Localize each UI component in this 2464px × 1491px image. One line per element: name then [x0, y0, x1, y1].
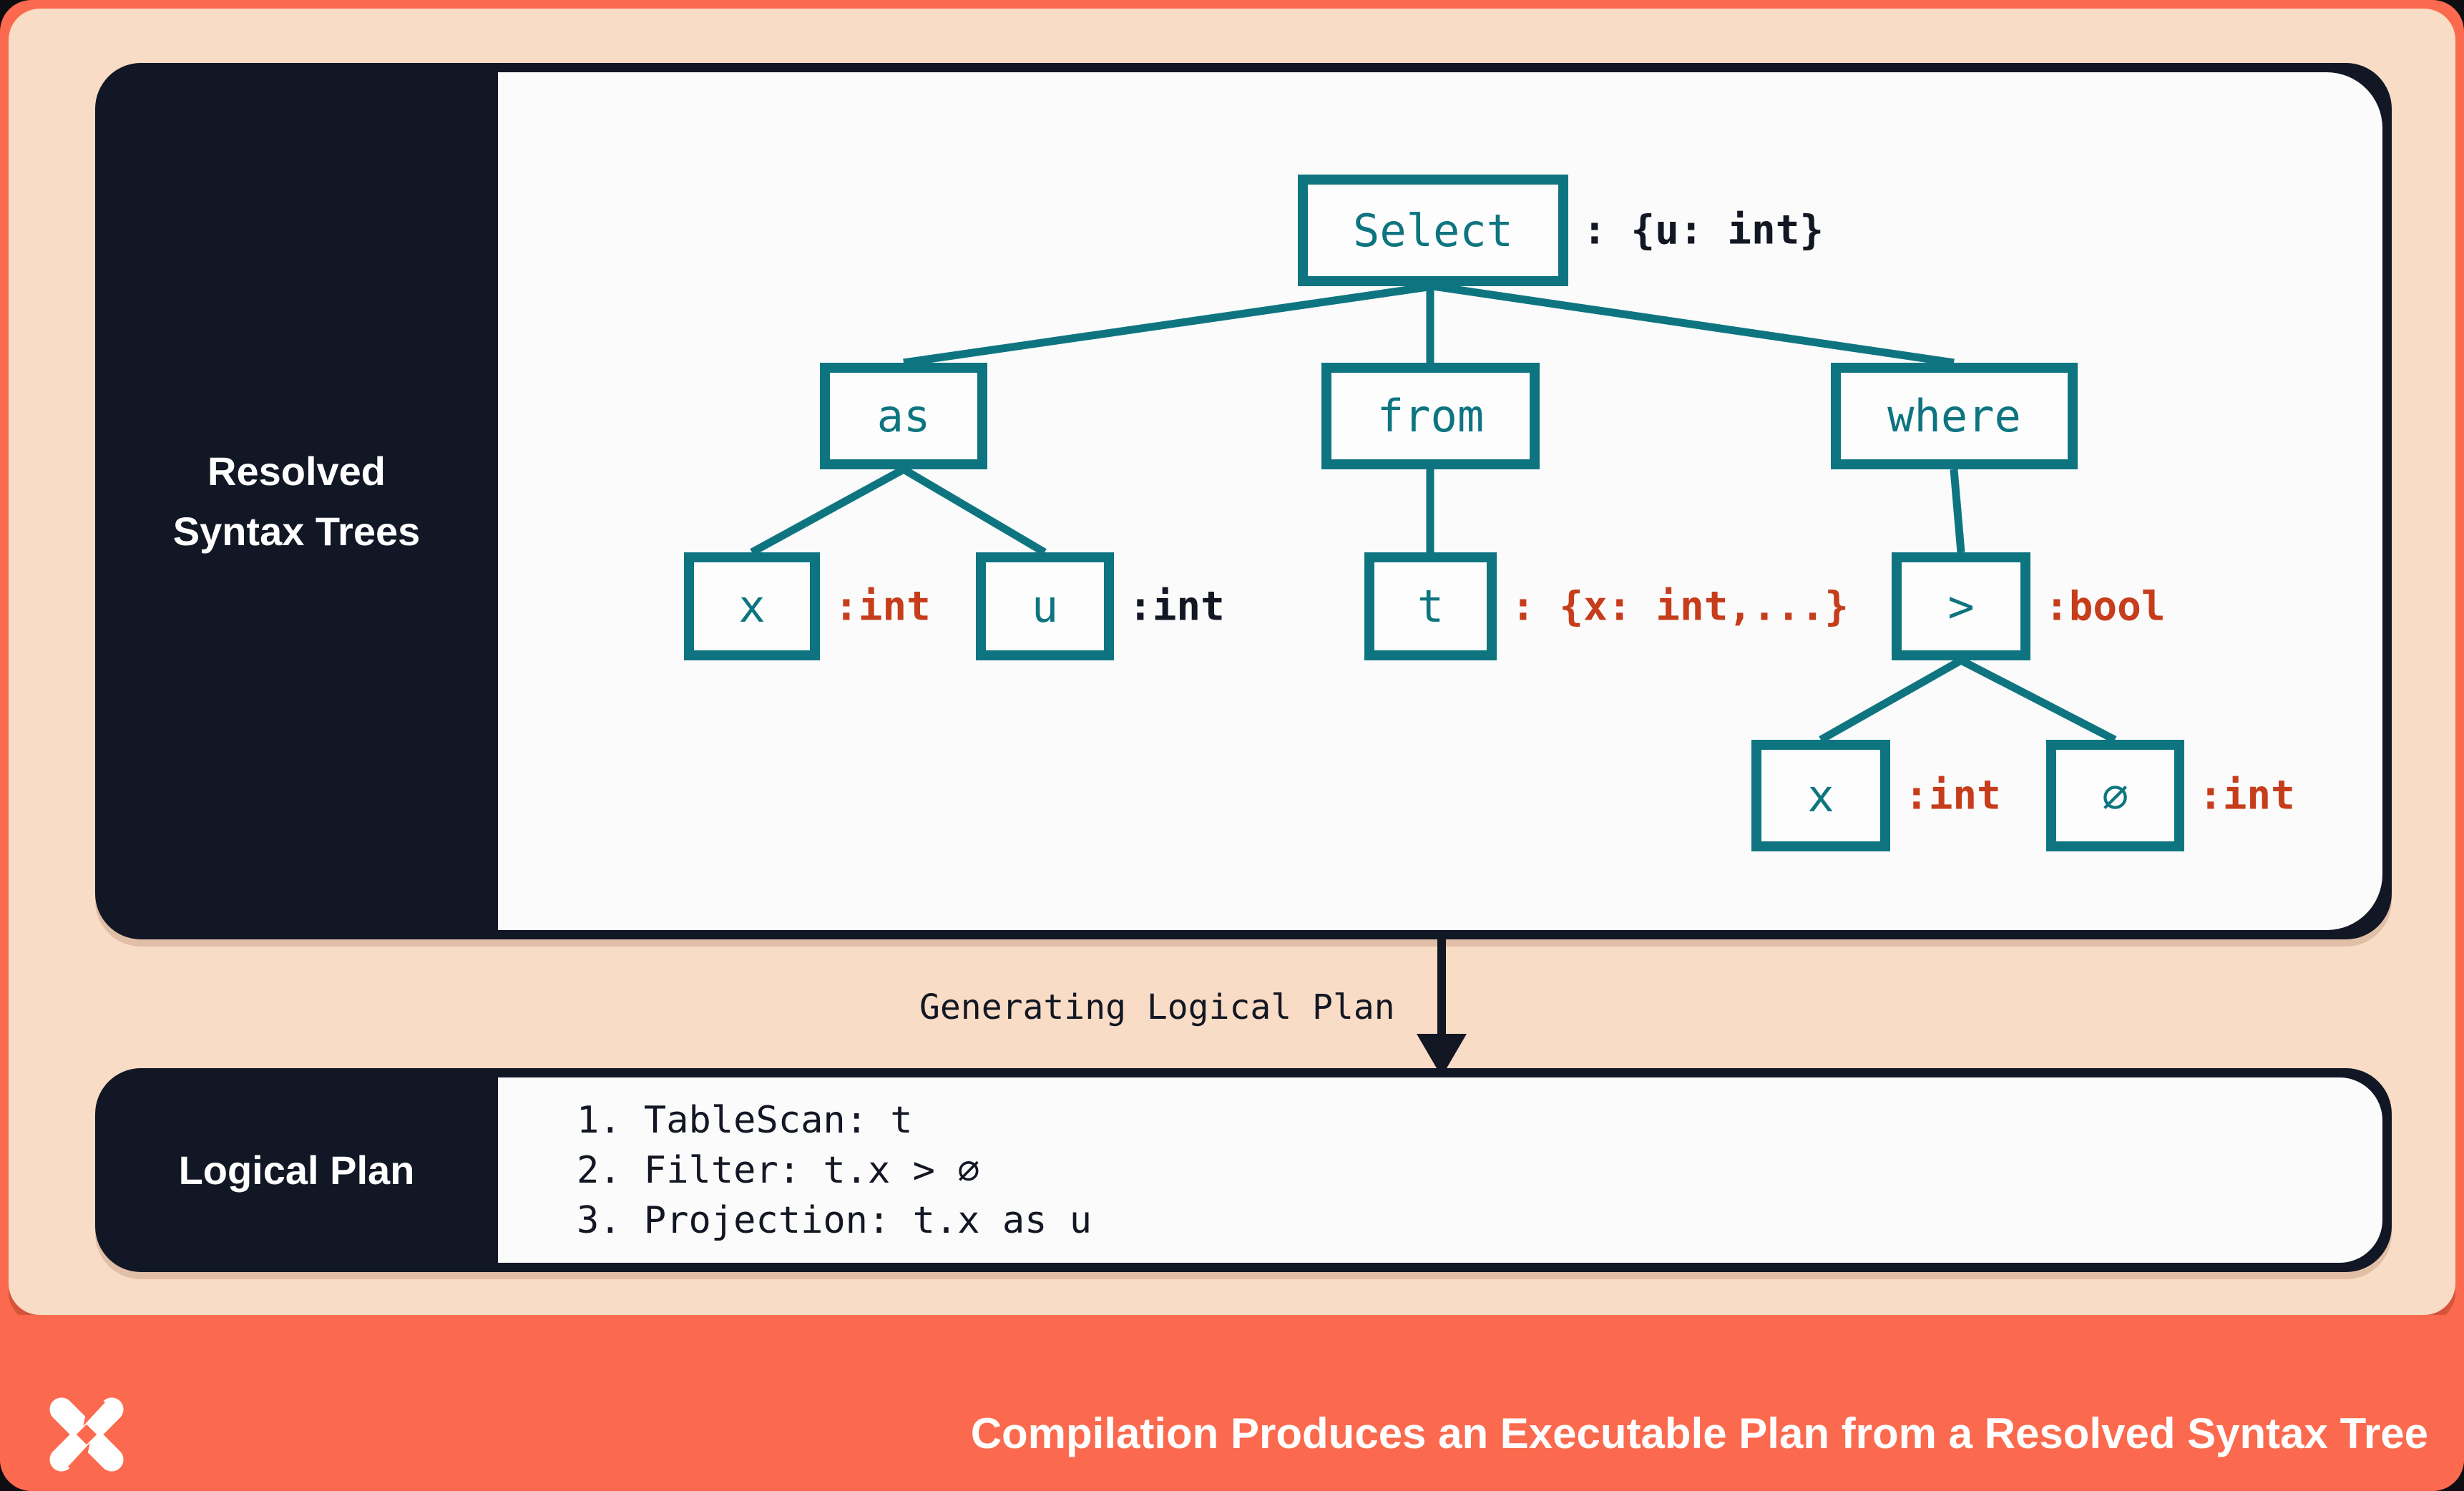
tree-node-box: where	[1831, 363, 2078, 469]
tree-node-from: from	[1321, 363, 1540, 469]
tree-node-x-where: x :int	[1751, 740, 2001, 851]
down-arrow-icon	[1417, 939, 1467, 1077]
footer-bar: Compilation Produces an Executable Plan …	[0, 1315, 2464, 1491]
tree-node-where: where	[1831, 363, 2078, 469]
footer-caption: Compilation Produces an Executable Plan …	[970, 1409, 2428, 1457]
tree-node-greater-than: > :bool	[1892, 552, 2166, 660]
syntax-tree-area: Select : {u: int} as from where x :int u…	[498, 72, 2382, 930]
tree-node-box: Select	[1298, 175, 1568, 286]
tree-node-type: : {u: int}	[1583, 207, 1824, 254]
plan-step: 3. Projection: t.x as u	[577, 1198, 1092, 1242]
tree-node-t: t : {x: int,...}	[1364, 552, 1849, 660]
resolved-panel-title-line1: Resolved	[207, 448, 386, 494]
tree-node-label: where	[1887, 390, 2021, 442]
tree-node-type: :bool	[2045, 583, 2166, 630]
tree-node-box: u	[976, 552, 1114, 660]
tree-node-type: :int	[2199, 772, 2295, 819]
tree-node-label: >	[1947, 580, 1975, 632]
logical-plan-steps: 1. TableScan: t 2. Filter: t.x > ∅ 3. Pr…	[498, 1077, 2382, 1263]
tree-node-label: as	[876, 390, 931, 442]
resolved-panel-title: Resolved Syntax Trees	[95, 63, 498, 939]
tree-node-label: ∅	[2101, 769, 2129, 822]
logical-plan-panel: Logical Plan 1. TableScan: t 2. Filter: …	[95, 1068, 2392, 1272]
tree-node-select: Select : {u: int}	[1298, 175, 1824, 286]
resolved-panel-title-line2: Syntax Trees	[172, 508, 421, 554]
logical-plan-title-text: Logical Plan	[178, 1147, 415, 1193]
resolved-syntax-trees-panel: Resolved Syntax Trees Select	[95, 63, 2392, 939]
plan-step: 2. Filter: t.x > ∅	[577, 1148, 980, 1192]
tree-node-box: from	[1321, 363, 1540, 469]
tree-node-zero: ∅ :int	[2046, 740, 2295, 851]
tree-node-type: : {x: int,...}	[1511, 583, 1849, 630]
tree-node-label: Select	[1353, 204, 1513, 257]
tree-node-box: >	[1892, 552, 2030, 660]
tree-node-x-as: x :int	[684, 552, 931, 660]
tree-node-label: u	[1031, 580, 1059, 632]
tree-node-label: x	[738, 580, 766, 632]
plan-step: 1. TableScan: t	[577, 1098, 913, 1142]
tree-node-box: x	[1751, 740, 1890, 851]
pinwheel-x-logo-icon	[44, 1392, 129, 1477]
connector-label: Generating Logical Plan	[919, 987, 1395, 1027]
tree-node-as: as	[820, 363, 987, 469]
tree-node-box: as	[820, 363, 987, 469]
tree-node-type: :int	[1905, 772, 2001, 819]
tree-node-box: ∅	[2046, 740, 2184, 851]
tree-node-box: x	[684, 552, 820, 660]
logical-plan-title: Logical Plan	[95, 1068, 498, 1272]
tree-edges	[750, 282, 2117, 743]
tree-node-box: t	[1364, 552, 1497, 660]
tree-node-u: u :int	[976, 552, 1225, 660]
tree-node-label: from	[1377, 390, 1485, 442]
tree-node-label: t	[1417, 580, 1444, 632]
tree-node-type: :int	[1128, 583, 1225, 630]
tree-node-type: :int	[834, 583, 931, 630]
tree-node-label: x	[1807, 769, 1834, 822]
